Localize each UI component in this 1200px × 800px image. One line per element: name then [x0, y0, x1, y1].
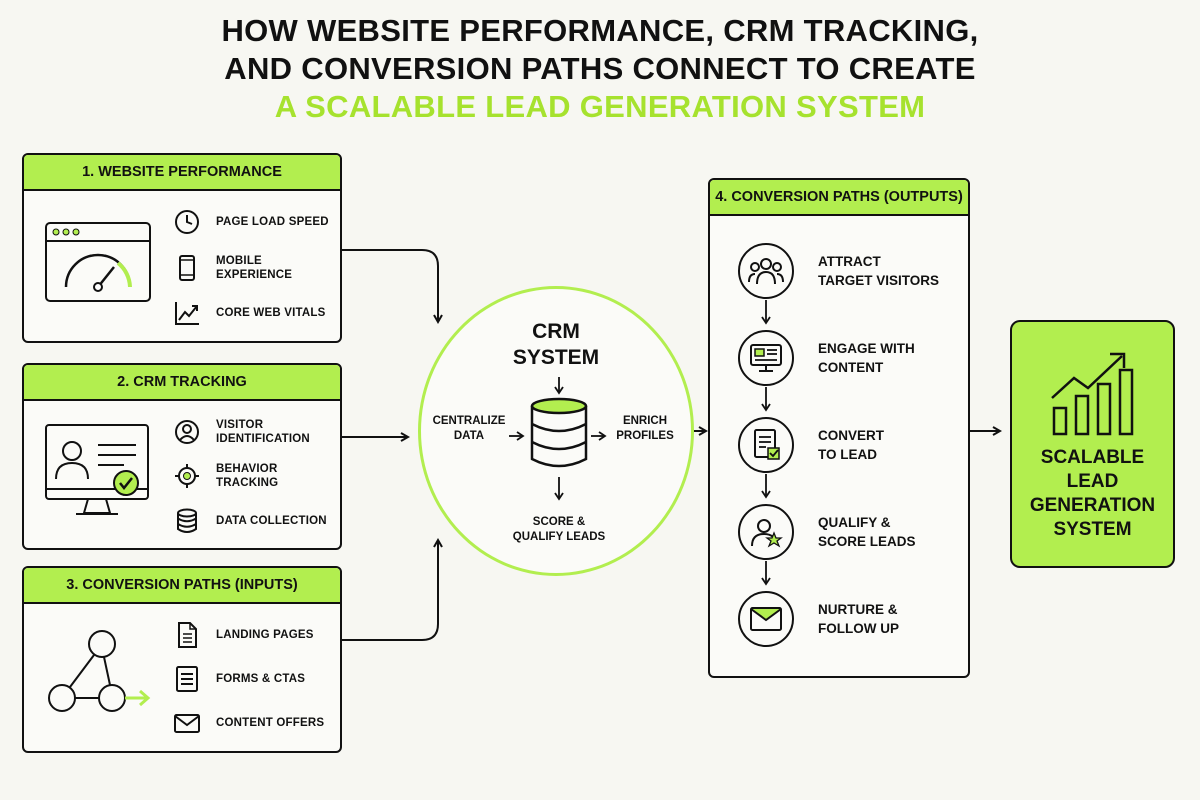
step-convert: CONVERT TO LEAD: [738, 414, 884, 476]
crm-database-icon: [528, 397, 590, 474]
step-nurture: NURTURE & FOLLOW UP: [738, 588, 899, 650]
item-mobile-experience: MOBILE EXPERIENCE: [174, 251, 340, 285]
final-line-1: SCALABLE: [1040, 447, 1145, 468]
clock-icon: [174, 209, 200, 235]
website-performance-header: 1. WEBSITE PERFORMANCE: [24, 155, 340, 191]
crm-system-circle: CRM SYSTEM CENTRALIZE DATA ENRICH PROFIL…: [418, 286, 694, 576]
document-icon: [174, 622, 200, 648]
conversion-paths-inputs-panel: 3. CONVERSION PATHS (INPUTS) LANDING PAG…: [22, 566, 342, 753]
crm-title-line-1: CRM: [532, 320, 580, 343]
speedometer-browser-icon: [44, 221, 154, 308]
title-line-3: A SCALABLE LEAD GENERATION SYSTEM: [274, 89, 926, 124]
title-line-2: AND CONVERSION PATHS CONNECT TO CREATE: [224, 51, 976, 86]
item-behavior-tracking: BEHAVIOR TRACKING: [174, 459, 340, 493]
envelope-icon: [174, 710, 200, 736]
item-forms-ctas: FORMS & CTAS: [174, 662, 305, 696]
form-check-icon: [738, 417, 794, 473]
database-icon: [174, 508, 200, 534]
crosshair-icon: [174, 463, 200, 489]
final-line-4: SYSTEM: [1053, 519, 1132, 540]
people-group-icon: [738, 243, 794, 299]
monitor-content-icon: [738, 330, 794, 386]
website-performance-panel: 1. WEBSITE PERFORMANCE PAGE LOAD SPEED M…: [22, 153, 342, 343]
scalable-lead-generation-box: SCALABLE LEAD GENERATION SYSTEM: [1010, 320, 1175, 568]
item-page-load-speed: PAGE LOAD SPEED: [174, 205, 329, 239]
user-circle-icon: [174, 419, 200, 445]
crm-internal-arrows: [509, 377, 607, 501]
step-qualify: QUALIFY & SCORE LEADS: [738, 501, 916, 563]
form-icon: [174, 666, 200, 692]
title-line-1: HOW WEBSITE PERFORMANCE, CRM TRACKING,: [221, 13, 979, 48]
user-star-icon: [738, 504, 794, 560]
enrich-profiles-label: ENRICH PROFILES: [616, 415, 674, 442]
final-line-3: GENERATION: [1029, 495, 1156, 516]
conversion-paths-outputs-header: 4. CONVERSION PATHS (OUTPUTS): [710, 180, 968, 216]
envelope-icon: [738, 591, 794, 647]
centralize-data-label: CENTRALIZE DATA: [432, 415, 506, 442]
step-attract: ATTRACT TARGET VISITORS: [738, 240, 939, 302]
item-data-collection: DATA COLLECTION: [174, 504, 327, 538]
item-core-web-vitals: CORE WEB VITALS: [174, 296, 325, 330]
step-engage: ENGAGE WITH CONTENT: [738, 327, 915, 389]
step-arrows: [761, 300, 771, 586]
mobile-phone-icon: [174, 255, 200, 281]
growth-bar-chart-icon: [1048, 348, 1144, 443]
branching-path-icon: [42, 628, 162, 723]
conversion-paths-outputs-panel: 4. CONVERSION PATHS (OUTPUTS) ATTRACT TA…: [708, 178, 970, 678]
crm-title-line-2: SYSTEM: [512, 346, 600, 369]
score-qualify-leads-label: SCORE & QUALIFY LEADS: [512, 516, 606, 543]
monitor-profile-check-icon: [44, 423, 154, 526]
crm-tracking-panel: 2. CRM TRACKING VISITOR IDENTIFICATION: [22, 363, 342, 550]
item-landing-pages: LANDING PAGES: [174, 618, 314, 652]
item-visitor-identification: VISITOR IDENTIFICATION: [174, 415, 310, 449]
final-line-2: LEAD: [1066, 471, 1119, 492]
trend-chart-icon: [174, 300, 200, 326]
crm-tracking-header: 2. CRM TRACKING: [24, 365, 340, 401]
item-content-offers: CONTENT OFFERS: [174, 706, 324, 740]
conversion-paths-inputs-header: 3. CONVERSION PATHS (INPUTS): [24, 568, 340, 604]
